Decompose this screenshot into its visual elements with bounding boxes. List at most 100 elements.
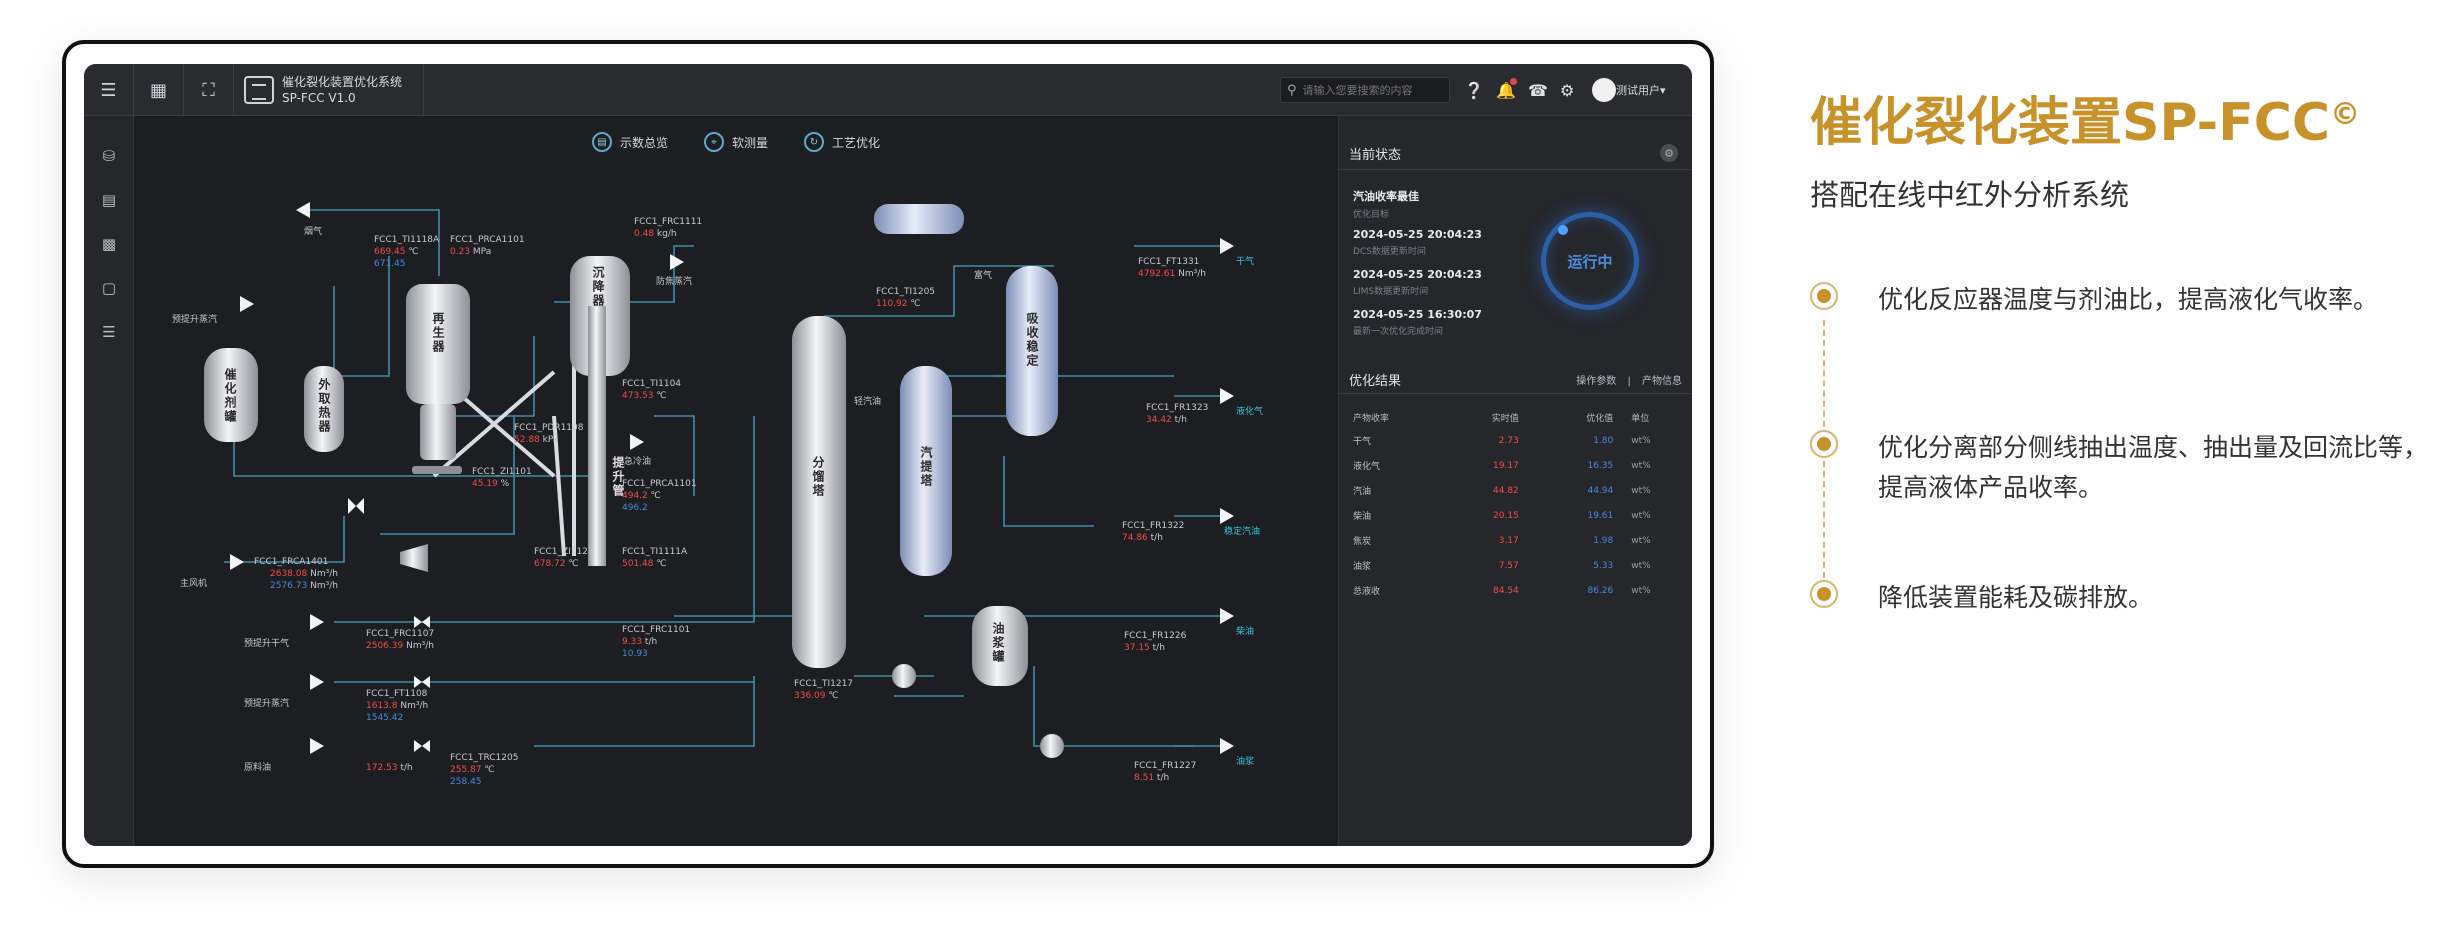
tag-value: 74.86 [1122, 533, 1148, 543]
search-icon: ⚲ [1287, 82, 1297, 98]
tab-soft-meter[interactable]: ⌖软测量 [703, 132, 768, 152]
tag-value: 0.48 [634, 229, 655, 239]
tag-value: 4792.61 [1138, 269, 1176, 279]
tag-ti1104: FCC1_TI1104 473.53 ℃ [622, 378, 681, 402]
row-name: 焦炭 [1353, 537, 1372, 547]
feature-text: 降低装置能耗及碳排放。 [1878, 583, 2154, 612]
tag-fr1322: FCC1_FR1322 74.86 t/h [1122, 520, 1184, 544]
document-icon[interactable]: ▤ [101, 191, 117, 209]
tag-fr1227: FCC1_FR1227 8.51 t/h [1134, 760, 1196, 784]
row-actual: 3.17 [1498, 535, 1519, 546]
stream-diesel: 柴油 [1236, 627, 1255, 637]
link-product-info[interactable]: 产物信息 [1642, 376, 1682, 387]
settings-icon[interactable]: ⚙ [1660, 144, 1678, 162]
tag-unit: % [500, 479, 510, 489]
tag-unit: Nm³/h [310, 581, 338, 591]
row-actual: 20.15 [1493, 510, 1519, 521]
row-unit: wt% [1631, 510, 1651, 521]
status-lims-time-value: 2024-05-25 20:04:23 [1353, 268, 1482, 281]
tag-value: 678.72 [534, 559, 566, 569]
stream-prelift-air: 预提升蒸汽 [172, 315, 218, 325]
tag-name: FCC1_FR1322 [1122, 521, 1185, 531]
tag-name: FCC1_FRC1101 [622, 625, 691, 635]
tag-value: 37.15 [1124, 643, 1150, 653]
user-name: 测试用户 [1616, 84, 1660, 97]
external-cooler-shape [304, 366, 344, 452]
optimization-header: 优化结果 操作参数 | 产物信息 [1339, 364, 1692, 394]
row-unit: wt% [1631, 485, 1651, 496]
user-menu[interactable]: 测试用户 ▾ [1592, 64, 1666, 116]
app-title-line2: SP-FCC V1.0 [282, 91, 356, 105]
col-product: 产物收率 [1353, 413, 1390, 424]
tag-unit: Nm³/h [400, 701, 429, 711]
database-icon[interactable]: ⛁ [102, 147, 116, 165]
logo-icon [244, 76, 274, 104]
status-dcs-time-value: 2024-05-25 20:04:23 [1353, 228, 1482, 241]
tab-label: 示数总览 [619, 135, 668, 150]
tag-ti1217: FCC1_TI1217 336.09 ℃ [794, 678, 853, 702]
optimization-title: 优化结果 [1349, 374, 1402, 389]
product-subtitle: 搭配在线中红外分析系统 [1810, 178, 2130, 212]
tag-fr1226: FCC1_FR1226 37.15 t/h [1124, 630, 1186, 654]
tag-value-2: 258.45 [450, 777, 482, 787]
regenerator-shape [406, 284, 470, 404]
sliders-icon[interactable]: ☰ [102, 323, 116, 341]
bullet-dot-icon [1810, 580, 1838, 608]
link-operating-params[interactable]: 操作参数 [1576, 376, 1617, 387]
tab-process-opt[interactable]: ↻工艺优化 [804, 132, 880, 152]
col-optimized: 优化值 [1586, 413, 1614, 424]
tag-unit: ℃ [656, 559, 667, 569]
tag-value: 0.23 [450, 247, 471, 257]
tag-value: 255.87 [450, 765, 482, 775]
tag-unit: kg/h [656, 229, 677, 239]
oil-tank-shape [972, 606, 1028, 686]
tag-name: FCC1_TI1111A [622, 547, 688, 557]
phone-icon[interactable]: ☎ [1528, 80, 1548, 100]
stream-quench: 急冷油 [624, 457, 652, 467]
fractionator-shape [792, 316, 846, 668]
main-blower-shape [400, 544, 428, 572]
feature-bullet: 降低装置能耗及碳排放。 [1810, 578, 2430, 618]
feature-bullet: 优化分离部分侧线抽出温度、抽出量及回流比等，提高液体产品收率。 [1810, 428, 2430, 508]
row-optimized: 5.33 [1593, 560, 1614, 571]
table-row: 焦炭 3.17 1.98 wt% [1353, 528, 1683, 553]
monitor-icon[interactable]: ▢ [101, 279, 117, 297]
search-box[interactable]: ⚲ [1280, 77, 1450, 103]
tag-unit: ℃ [408, 247, 419, 257]
stream-lpg: 液化气 [1236, 407, 1264, 417]
tag-prca1101: FCC1_PRCA1101 0.23 MPa [450, 234, 525, 258]
apps-grid-icon[interactable]: ▦ [134, 64, 184, 116]
tab-overview[interactable]: ▤示数总览 [591, 132, 668, 152]
tag-unit: t/h [1152, 643, 1165, 653]
link-separator: | [1627, 376, 1631, 387]
tag-value: 52.88 [514, 435, 540, 445]
chart-icon[interactable]: ▩ [101, 235, 117, 253]
help-icon[interactable]: ❔ [1464, 80, 1484, 100]
search-input[interactable] [1302, 83, 1443, 97]
fullscreen-icon[interactable]: ⛶ [184, 64, 234, 116]
status-lims-time-caption: LIMS数据更新时间 [1353, 287, 1429, 297]
chevron-down-icon: ▾ [1660, 83, 1666, 97]
tag-value: 501.48 [622, 559, 654, 569]
row-unit: wt% [1631, 535, 1651, 546]
tag-name: FCC1_TI1217 [794, 679, 854, 689]
row-unit: wt% [1631, 585, 1651, 596]
tag-zi1127: FCC1_ZI1127 678.72 ℃ [534, 546, 594, 570]
tag-unit: t/h [400, 763, 413, 773]
catalyst-tank-shape [204, 348, 258, 442]
gear-icon[interactable]: ⚙ [1560, 80, 1575, 100]
row-actual: 84.54 [1493, 585, 1519, 596]
row-optimized: 16.35 [1587, 460, 1614, 471]
row-unit: wt% [1631, 460, 1651, 471]
row-optimized: 1.98 [1593, 535, 1614, 546]
app-title: 催化裂化装置优化系统 SP-FCC V1.0 [282, 74, 402, 106]
row-optimized: 1.80 [1593, 435, 1614, 446]
tag-feed-rate: 172.53 t/h [366, 762, 413, 774]
bell-icon[interactable]: 🔔 [1496, 80, 1516, 100]
tag-value-2: 2576.73 [270, 581, 308, 591]
menu-icon[interactable]: ☰ [84, 64, 134, 116]
table-header: 产物收率 实时值 优化值 单位 [1353, 406, 1683, 428]
status-dcs-time-caption: DCS数据更新时间 [1353, 247, 1426, 257]
tag-name: FCC1_FR1226 [1124, 631, 1187, 641]
